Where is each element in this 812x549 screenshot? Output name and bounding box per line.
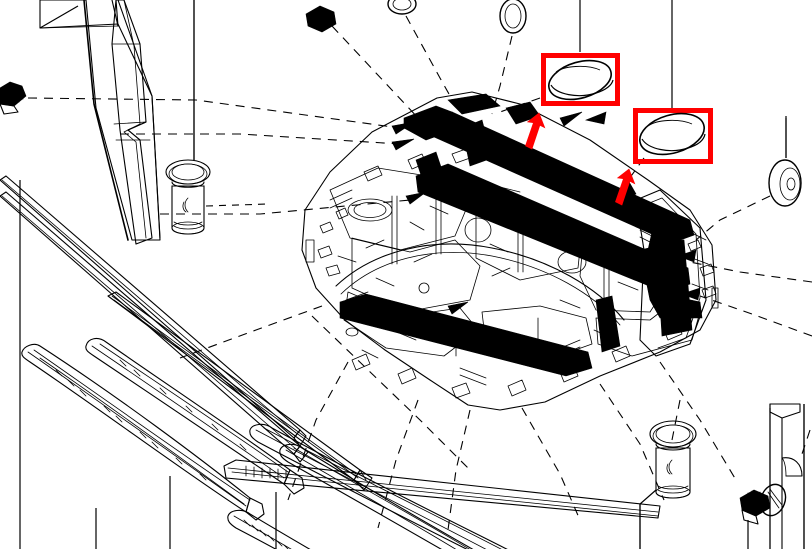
part-clip-bottom-right-group <box>739 489 771 525</box>
part-weatherstrip-7-group <box>249 423 508 549</box>
part-weatherstrip-1-group <box>0 175 309 463</box>
highlight-box-lower-plug[interactable] <box>633 108 713 164</box>
part-weatherstrip-8-group <box>223 459 661 519</box>
part-weatherstrip-5-group <box>279 443 474 549</box>
part-grommet-left-group <box>165 0 211 235</box>
leader-lines <box>27 15 812 531</box>
part-weatherstrip-4-group <box>85 337 305 495</box>
highlight-box-upper-plug[interactable] <box>541 53 620 106</box>
part-pillar-trim-group <box>39 0 161 245</box>
part-clip-left-group <box>0 81 27 115</box>
part-bracket-right-group <box>769 403 805 549</box>
part-clip-top-group <box>305 5 337 33</box>
part-weatherstrip-3-group <box>21 343 265 521</box>
part-disc-plug-right-group <box>768 118 802 207</box>
part-ring-plug-top-group <box>499 0 527 34</box>
part-cowl-assembly-group <box>301 91 719 411</box>
pointer-arrow-upper[interactable] <box>518 110 548 152</box>
pointer-arrow-lower[interactable] <box>608 166 638 208</box>
part-grommet-lower-right-group <box>639 420 697 549</box>
part-weatherstrip-6-group <box>227 509 311 549</box>
part-round-plug-top-group <box>387 0 417 15</box>
callout-lines <box>19 0 805 549</box>
